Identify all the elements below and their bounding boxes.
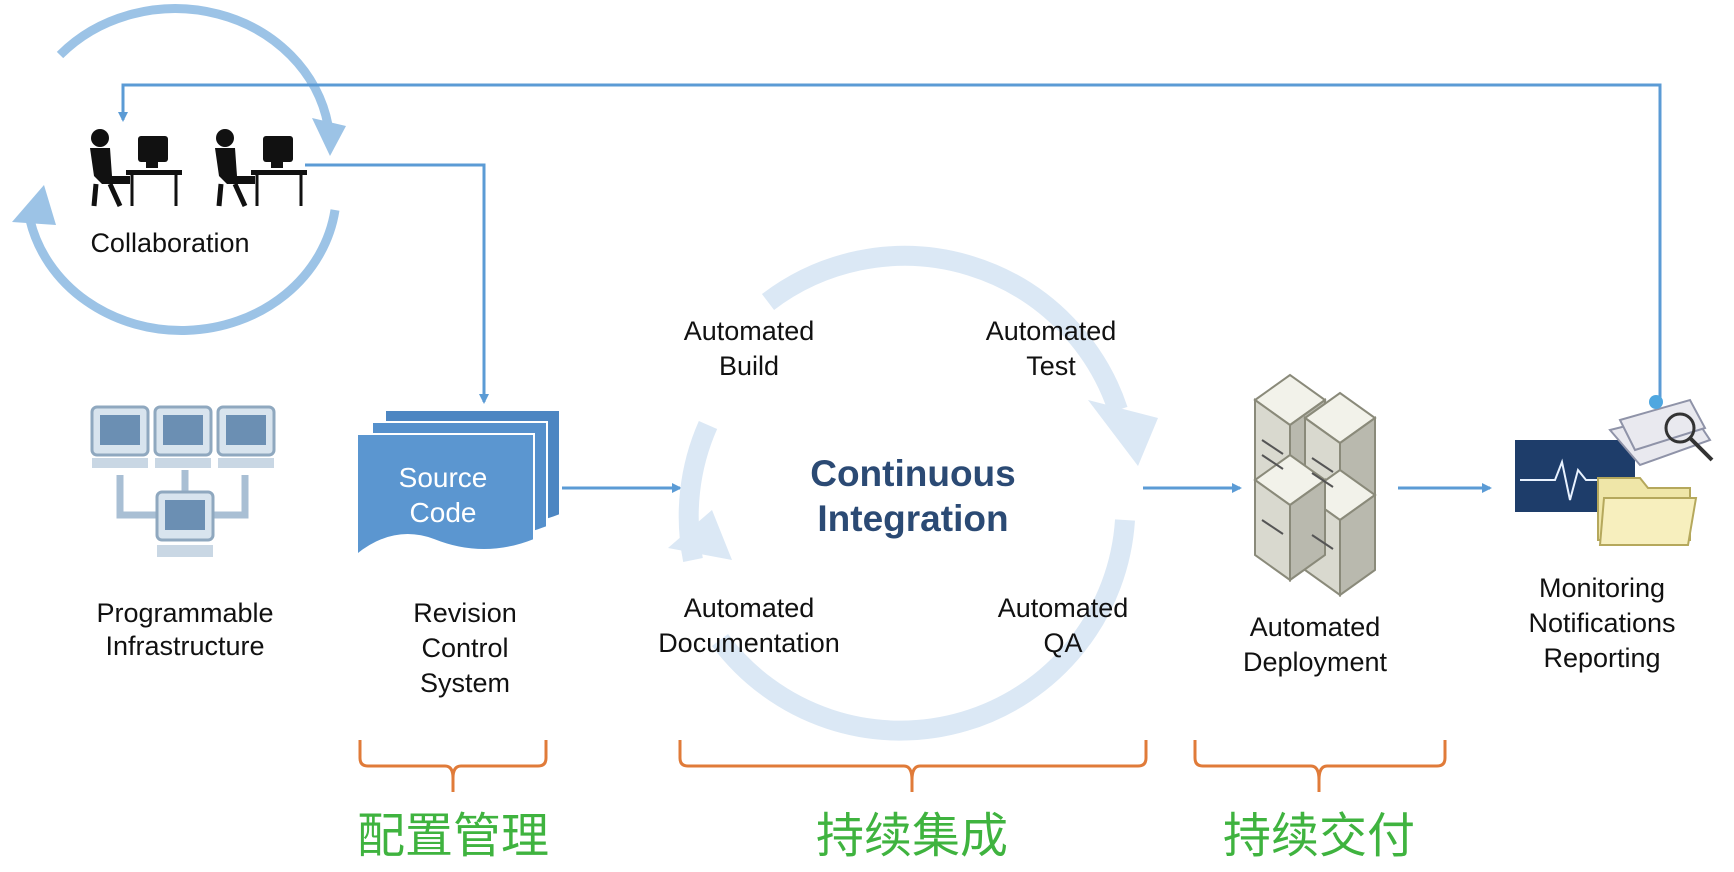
monitoring-label-line2: Notifications: [1528, 608, 1675, 638]
revision-control-label-line3: System: [420, 668, 510, 698]
people-at-computers-icon: [90, 129, 307, 208]
collaboration-cycle-ring: [25, 4, 340, 335]
phase-label-continuous-integration: 持续集成: [816, 808, 1008, 864]
ci-title-line2: Integration: [817, 498, 1008, 539]
infrastructure-label-line1: Programmable: [96, 598, 273, 628]
networked-computers-icon: [90, 405, 276, 557]
ci-cycle-arrowhead: [668, 510, 732, 560]
automated-qa-label-line2: QA: [1043, 628, 1082, 658]
collaboration-cycle-arrowhead: [312, 118, 346, 156]
revision-control-label-line2: Control: [421, 633, 508, 663]
phase-brace-integration: [678, 740, 1148, 781]
automated-build-label-line1: Automated: [684, 316, 815, 346]
collaboration-label: Collaboration: [90, 228, 249, 258]
automated-test-label-line1: Automated: [986, 316, 1117, 346]
automated-documentation-label-line2: Documentation: [658, 628, 840, 658]
feedback-loop-arrow: [118, 83, 1662, 400]
servers-icon: [1253, 373, 1377, 597]
monitoring-label-line3: Reporting: [1543, 643, 1660, 673]
ci-cycle-arrowhead: [1088, 400, 1158, 466]
phase-label-configuration-management: 配置管理: [357, 808, 549, 864]
automated-deployment-label-line2: Deployment: [1243, 647, 1388, 677]
monitoring-label-line1: Monitoring: [1539, 573, 1665, 603]
source-code-label-line2: Code: [410, 497, 477, 528]
automated-test-label-line2: Test: [1026, 351, 1076, 381]
phase-brace-delivery: [1193, 740, 1447, 781]
ci-title-line1: Continuous: [810, 453, 1016, 494]
phase-brace-configuration: [358, 740, 548, 779]
phase-label-continuous-delivery: 持续交付: [1223, 808, 1415, 864]
monitoring-reports-icon: [1515, 395, 1714, 546]
automated-build-label-line2: Build: [719, 351, 779, 381]
collaboration-cycle-arrowhead: [12, 185, 56, 225]
revision-control-label-line1: Revision: [413, 598, 517, 628]
infrastructure-label-line2: Infrastructure: [105, 631, 264, 661]
automated-qa-label-line1: Automated: [998, 593, 1129, 623]
automated-documentation-label-line1: Automated: [684, 593, 815, 623]
automated-deployment-label-line1: Automated: [1250, 612, 1381, 642]
source-code-label-line1: Source: [399, 462, 488, 493]
collaboration-to-source-arrow: [305, 163, 489, 404]
source-code-documents-icon: [356, 409, 561, 558]
